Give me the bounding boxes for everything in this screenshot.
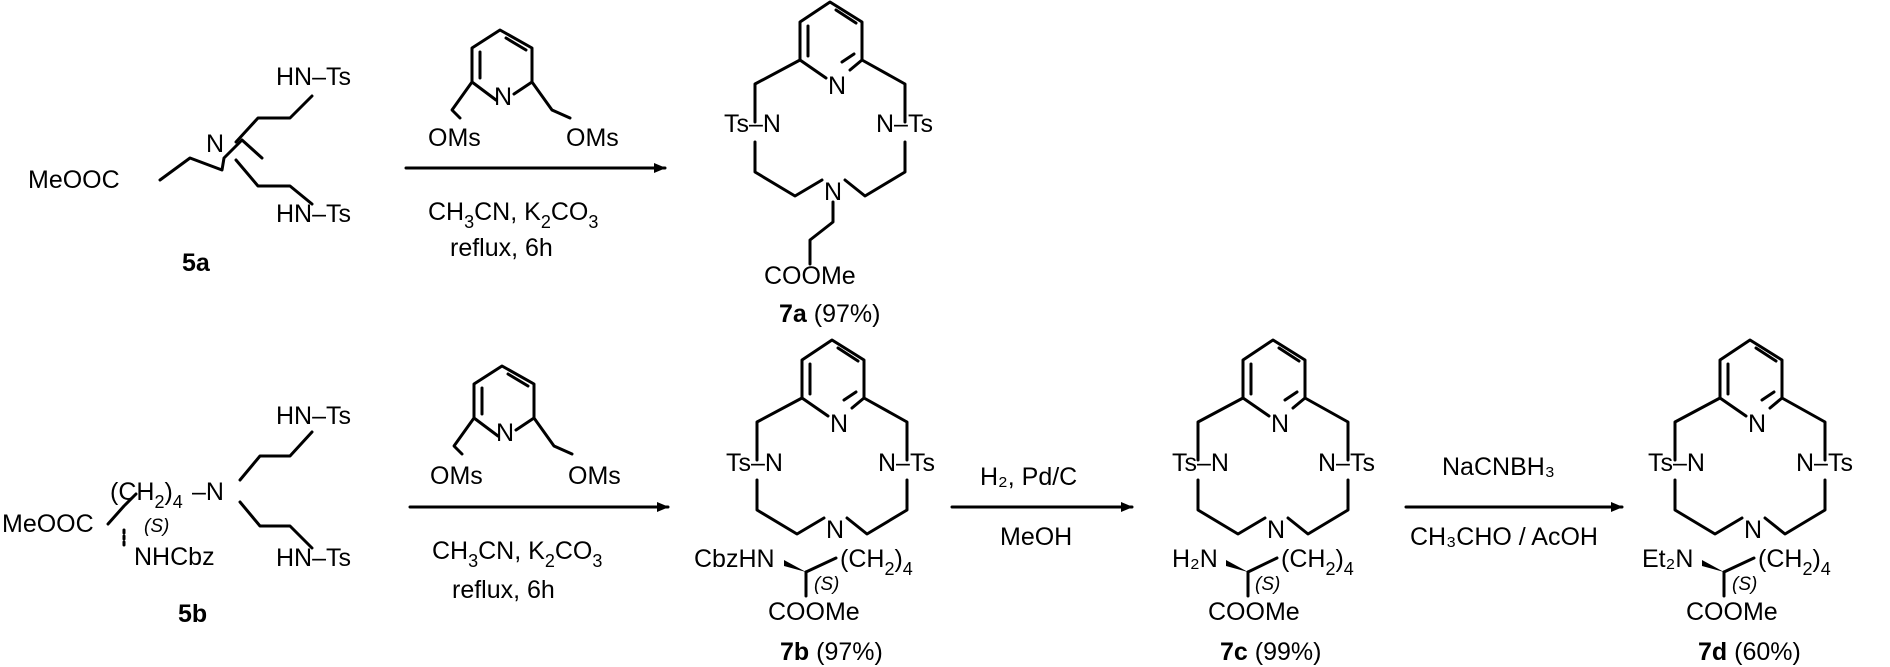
amine-7b: CbzHN — [694, 545, 775, 573]
stereo-wedge-7d — [1702, 560, 1724, 572]
compound-5a: MeOOC N HN–Ts HN–Ts 5a — [28, 63, 351, 277]
compound-label-7d: 7d (60%) — [1698, 638, 1801, 666]
ch2-chain-5b: (CH2)4 — [110, 478, 183, 512]
stereo-wedge-7c — [1226, 560, 1248, 572]
amine-7c: H₂N — [1172, 545, 1218, 573]
amine-n: N — [206, 130, 224, 158]
ch2-chain-7b: (CH2)4 — [840, 545, 913, 579]
stereo-label-5b: (S) — [144, 516, 169, 537]
ch2-chain-7d: (CH2)4 — [1758, 545, 1831, 579]
oms-right-2: OMs — [568, 462, 621, 490]
meooc-label: MeOOC — [28, 166, 120, 194]
reagent-bis-mesylate-2: N OMs OMs — [430, 364, 621, 490]
coome-7b: COOMe — [768, 598, 860, 626]
compound-5b: MeOOC (CH2)4 –N (S) NHCbz HN–Ts HN–Ts 5b — [2, 402, 351, 628]
nhcbz-label: NHCbz — [134, 543, 215, 571]
stereo-wedge-7b — [784, 560, 806, 572]
coome-7c: COOMe — [1208, 598, 1300, 626]
compound-label-7c: 7c (99%) — [1220, 638, 1321, 666]
stereo-label-7d: (S) — [1732, 574, 1757, 595]
compound-7b: N Ts–N N–Ts N (CH2)4 CbzHN (S) COOMe 7b … — [694, 338, 935, 666]
ch2-chain-7c: (CH2)4 — [1281, 545, 1354, 579]
pyridine-n-7c: N — [1271, 410, 1289, 438]
reagent-n: N — [494, 83, 512, 111]
tertiary-n: N — [824, 178, 842, 206]
amine-7d: Et₂N — [1642, 545, 1693, 573]
reagent-n-2: N — [496, 419, 514, 447]
step2-line1: H₂, Pd/C — [980, 463, 1077, 491]
pyridine-n: N — [828, 72, 846, 100]
n-ts-right-7b: N–Ts — [878, 449, 935, 477]
step3-line1: NaCNBH₃ — [1442, 453, 1555, 481]
ts-n-left-7c: Ts–N — [1172, 449, 1229, 477]
ts-n-left-7b: Ts–N — [726, 449, 783, 477]
tertiary-n-7d: N — [1744, 516, 1762, 544]
compound-label-7b: 7b (97%) — [780, 638, 883, 666]
n-ts-right-7c: N–Ts — [1318, 449, 1375, 477]
n-ts-right-7d: N–Ts — [1796, 449, 1853, 477]
tertiary-n-7c: N — [1267, 516, 1285, 544]
conditions-1-line2: reflux, 6h — [450, 234, 553, 262]
step3-line2: CH₃CHO / AcOH — [1410, 523, 1598, 551]
n-ts-right: N–Ts — [876, 110, 933, 138]
pyridine-n-7b: N — [830, 410, 848, 438]
conditions-2-line1: CH3CN, K2CO3 — [432, 537, 602, 571]
oms-right: OMs — [566, 124, 619, 152]
pyridine-n-7d: N — [1748, 410, 1766, 438]
compound-label-7a: 7a (97%) — [779, 300, 880, 328]
coome-7d: COOMe — [1686, 598, 1778, 626]
conditions-2-line2: reflux, 6h — [452, 576, 555, 604]
hn-ts-top-5b: HN–Ts — [276, 402, 351, 430]
ts-n-left-7d: Ts–N — [1648, 449, 1705, 477]
ts-n-left: Ts–N — [724, 110, 781, 138]
coome-label: COOMe — [764, 262, 856, 290]
compound-7d: N Ts–N N–Ts N (CH2)4 Et₂N (S) COOMe 7d (… — [1642, 338, 1853, 666]
compound-7a: N Ts–N N–Ts N COOMe 7a (97%) — [724, 0, 933, 328]
oms-left: OMs — [428, 124, 481, 152]
hn-ts-bottom: HN–Ts — [276, 200, 351, 228]
oms-left-2: OMs — [430, 462, 483, 490]
tertiary-n-7b: N — [826, 516, 844, 544]
stereo-label-7c: (S) — [1255, 574, 1280, 595]
hn-ts-top: HN–Ts — [276, 63, 351, 91]
compound-label-5a: 5a — [182, 249, 211, 277]
hn-ts-bottom-5b: HN–Ts — [276, 544, 351, 572]
reagent-bis-mesylate-1: N OMs OMs — [428, 28, 619, 152]
meooc-label-5b: MeOOC — [2, 510, 94, 538]
amine-n-5b: –N — [192, 478, 224, 506]
compound-7c: N Ts–N N–Ts N (CH2)4 H₂N (S) COOMe 7c (9… — [1172, 338, 1375, 666]
step2-line2: MeOH — [1000, 523, 1072, 551]
compound-label-5b: 5b — [178, 600, 207, 628]
conditions-1-line1: CH3CN, K2CO3 — [428, 198, 598, 232]
stereo-label-7b: (S) — [814, 574, 839, 595]
